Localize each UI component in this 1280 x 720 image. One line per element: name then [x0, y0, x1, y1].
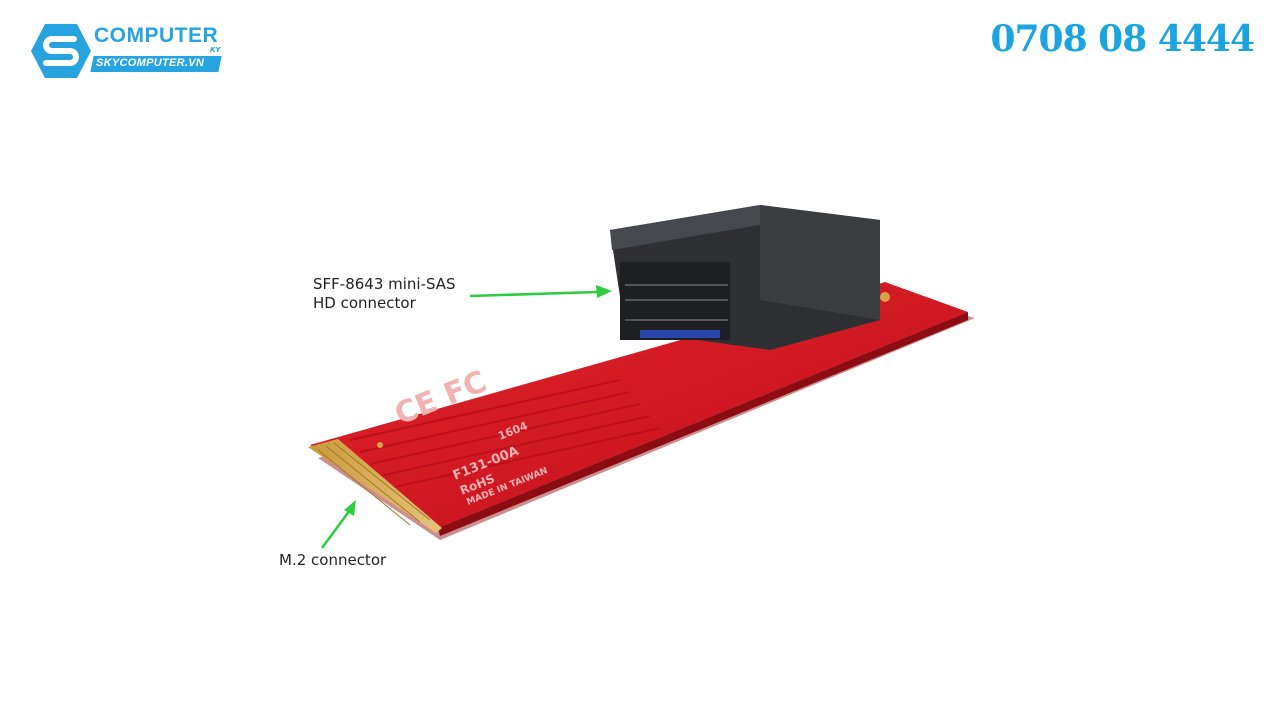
- hotline-phone[interactable]: 0708 08 4444: [990, 18, 1255, 60]
- logo-url: SKYCOMPUTER.VN: [96, 57, 205, 69]
- logo-suffix: KY: [210, 46, 221, 54]
- sas-hd-connector: [610, 205, 880, 350]
- brand-logo[interactable]: COMPUTER KY SKYCOMPUTER.VN: [30, 22, 230, 82]
- logo-title: COMPUTER: [94, 24, 219, 47]
- logo-s-hexagon-icon: [31, 24, 91, 78]
- callout-sas-connector: SFF-8643 mini-SAS HD connector: [313, 275, 456, 313]
- callout-sas-line1: SFF-8643 mini-SAS: [313, 275, 456, 293]
- callout-m2-line1: M.2 connector: [279, 551, 387, 569]
- callout-m2-connector: M.2 connector: [279, 551, 386, 570]
- callout-sas-line2: HD connector: [313, 294, 416, 312]
- callout-arrows: [320, 285, 612, 549]
